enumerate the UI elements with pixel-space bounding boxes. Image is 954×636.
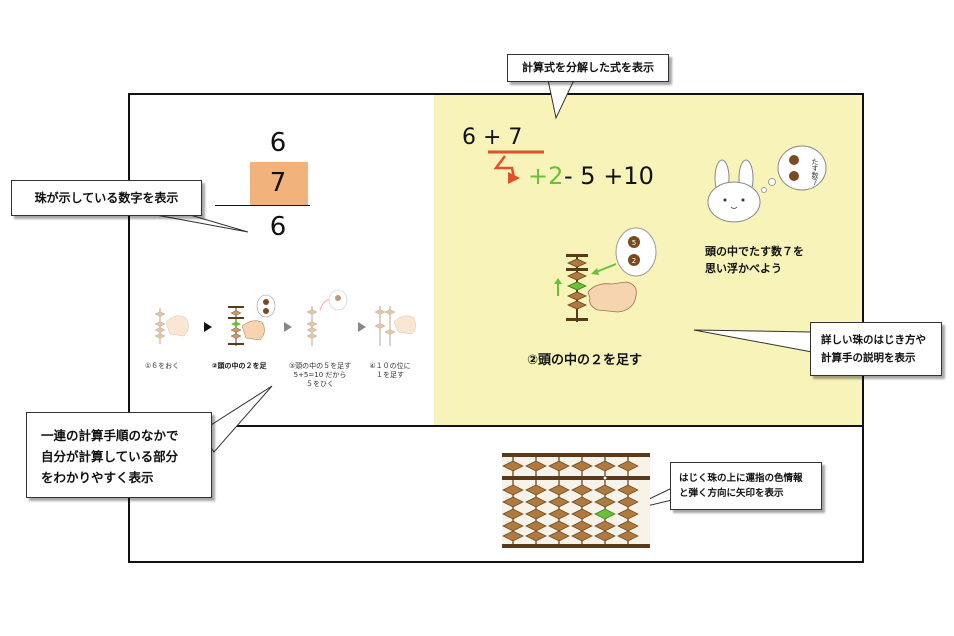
hint-line-2: 思い浮かべよう bbox=[705, 262, 782, 275]
step-4-line-1: ④１０の位に bbox=[369, 362, 411, 370]
formula-callout: 計算式を分解した式を表示 bbox=[507, 54, 669, 82]
step-4-line-2: １を足す bbox=[376, 371, 404, 379]
formula-plus2: +2 bbox=[528, 162, 564, 190]
hint-text: 頭の中でたす数７を 思い浮かべよう bbox=[705, 243, 804, 277]
number-bottom: 6 bbox=[269, 212, 287, 242]
number-middle: 7 bbox=[269, 168, 287, 198]
detail-callout: 詳しい珠のはじき方や 計算手の説明を表示 bbox=[810, 322, 942, 376]
sequence-callout-line-1: 一連の計算手順のなかで bbox=[41, 428, 179, 443]
step-3-line-1: ③頭の中の５を足す bbox=[288, 362, 352, 370]
sequence-callout-line-2: 自分が計算している部分 bbox=[41, 449, 179, 464]
hint-line-1: 頭の中でたす数７を bbox=[705, 245, 804, 258]
detail-callout-line-1: 詳しい珠のはじき方や bbox=[821, 334, 926, 346]
bead-arrow-callout-line-1: はじく珠の上に運指の色情報 bbox=[679, 473, 803, 484]
bead-arrow-callout-line-2: と弾く方向に矢印を表示 bbox=[679, 488, 784, 499]
detail-callout-line-2: 計算手の説明を表示 bbox=[821, 352, 916, 364]
step-1-label: ①６をおく bbox=[132, 362, 192, 371]
step-2-label: ②頭の中の２を足 bbox=[205, 362, 273, 371]
number-top: 6 bbox=[269, 128, 287, 158]
step-4-label: ④１０の位に １を足す bbox=[360, 362, 420, 380]
bead-arrow-callout: はじく珠の上に運指の色情報 と弾く方向に矢印を表示 bbox=[670, 462, 822, 510]
number-highlight bbox=[250, 162, 308, 206]
number-callout: 珠が示している数字を表示 bbox=[11, 180, 202, 216]
sequence-callout: 一連の計算手順のなかで 自分が計算している部分 をわかりやすく表示 bbox=[26, 412, 212, 498]
step-1-line-1: ①６をおく bbox=[144, 362, 180, 370]
step-3-label: ③頭の中の５を足す 5+5=10 だから ５をひく bbox=[284, 362, 356, 389]
panel-divider bbox=[128, 425, 864, 427]
step-3-line-2: 5+5=10 だから bbox=[293, 371, 347, 379]
formula-line1: 6 + 7 bbox=[462, 125, 523, 150]
number-underline bbox=[215, 205, 310, 206]
formula-rest: - 5 +10 bbox=[564, 162, 654, 190]
step-2-line-1: ②頭の中の２を足 bbox=[211, 362, 267, 370]
sequence-callout-line-3: をわかりやすく表示 bbox=[41, 470, 154, 485]
step-3-line-3: ５をひく bbox=[306, 380, 334, 388]
step-title: ②頭の中の２を足す bbox=[527, 353, 643, 368]
